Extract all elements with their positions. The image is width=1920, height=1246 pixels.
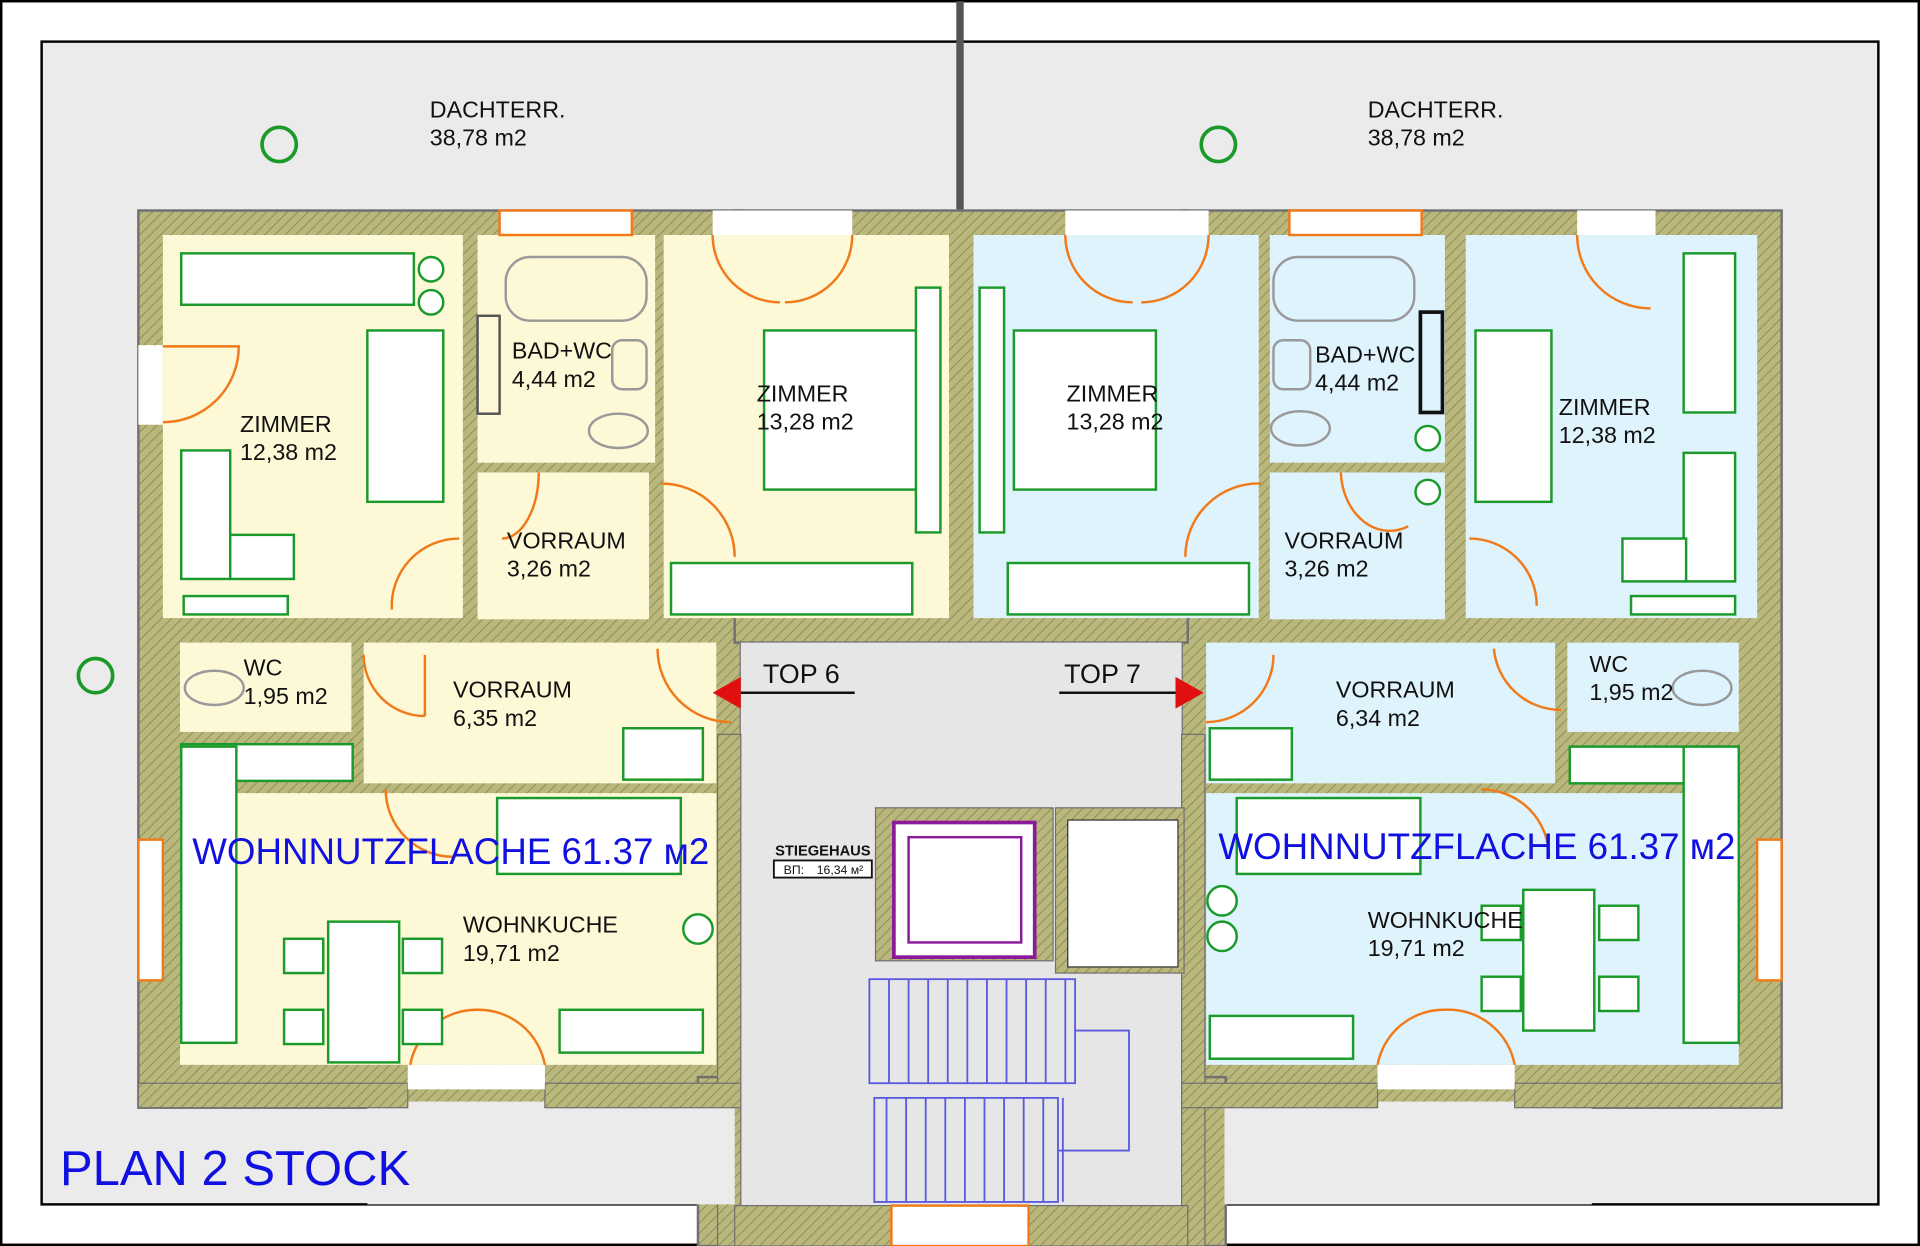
- room-name: WC: [244, 655, 283, 681]
- room-area: 4,44 m2: [1315, 369, 1399, 395]
- room-area: 1,95 m2: [1589, 679, 1673, 705]
- terrace-left-name: DACHTERR.: [430, 97, 566, 123]
- terrace-cut-left: [367, 1101, 735, 1205]
- entrance-arrow-top6: [712, 676, 741, 709]
- room-name: BAD+WC: [512, 338, 612, 364]
- room-area: 6,35 m2: [453, 705, 537, 731]
- plant-icon: [76, 125, 1238, 695]
- stairwell-area-label: ВП:: [784, 863, 804, 877]
- elevator-shaft: [874, 807, 1185, 974]
- room-name: VORRAUM: [1284, 527, 1403, 553]
- room-area: 19,71 m2: [1368, 935, 1465, 961]
- entrance-arrow-top7: [1175, 676, 1204, 709]
- stair-window: [890, 1204, 1030, 1246]
- staircase: [868, 978, 1130, 1203]
- room-name: VORRAUM: [507, 527, 626, 553]
- room-name: VORRAUM: [1336, 677, 1455, 703]
- room-name: ZIMMER: [1067, 380, 1159, 406]
- terrace-left-area: 38,78 m2: [430, 125, 527, 151]
- stair-tread: [1057, 1029, 1130, 1152]
- room-area: 6,34 m2: [1336, 705, 1420, 731]
- room-area: 12,38 m2: [240, 439, 337, 465]
- room-name: VORRAUM: [453, 677, 572, 703]
- room-area: 12,38 m2: [1559, 422, 1656, 448]
- windows: [137, 209, 1783, 1090]
- room-name: ZIMMER: [240, 411, 332, 437]
- room-area: 19,71 m2: [463, 940, 560, 966]
- room-name: WC: [1589, 651, 1628, 677]
- room-name: ZIMMER: [1559, 394, 1651, 420]
- top7-living-area: WOHNNUTZFLACHE 61.37 м2: [1218, 826, 1735, 867]
- door-swings: [162, 235, 1651, 1066]
- room-name: WOHNKUCHE: [463, 912, 618, 938]
- plan-title: PLAN 2 STOCK: [60, 1142, 410, 1196]
- room-name: WOHNKUCHE: [1368, 907, 1523, 933]
- room-name: ZIMMER: [757, 380, 849, 406]
- stairwell-area: 16,34 м²: [817, 863, 864, 877]
- terrace-cut-right: [1224, 1101, 1592, 1205]
- labels: DACHTERR. 38,78 m2 DACHTERR. 38,78 m2 ZI…: [60, 97, 1735, 1196]
- stair-wall-right: [1181, 733, 1206, 1246]
- room-area: 4,44 m2: [512, 366, 596, 392]
- room-area: 1,95 m2: [244, 683, 328, 709]
- top6-label: TOP 6: [763, 659, 840, 689]
- room-area: 13,28 m2: [757, 409, 854, 435]
- room-name: BAD+WC: [1315, 341, 1415, 367]
- stairwell-name: STIEGEHAUS: [775, 844, 871, 860]
- room-area: 3,26 m2: [507, 555, 591, 581]
- top6-living-area: WOHNNUTZFLACHE 61.37 м2: [192, 831, 709, 872]
- top7-label: TOP 7: [1064, 659, 1141, 689]
- room-area: 3,26 m2: [1284, 555, 1368, 581]
- terrace-right-name: DACHTERR.: [1368, 97, 1504, 123]
- room-area: 13,28 m2: [1067, 409, 1164, 435]
- furniture: [180, 252, 1740, 1064]
- terrace-right-area: 38,78 m2: [1368, 125, 1465, 151]
